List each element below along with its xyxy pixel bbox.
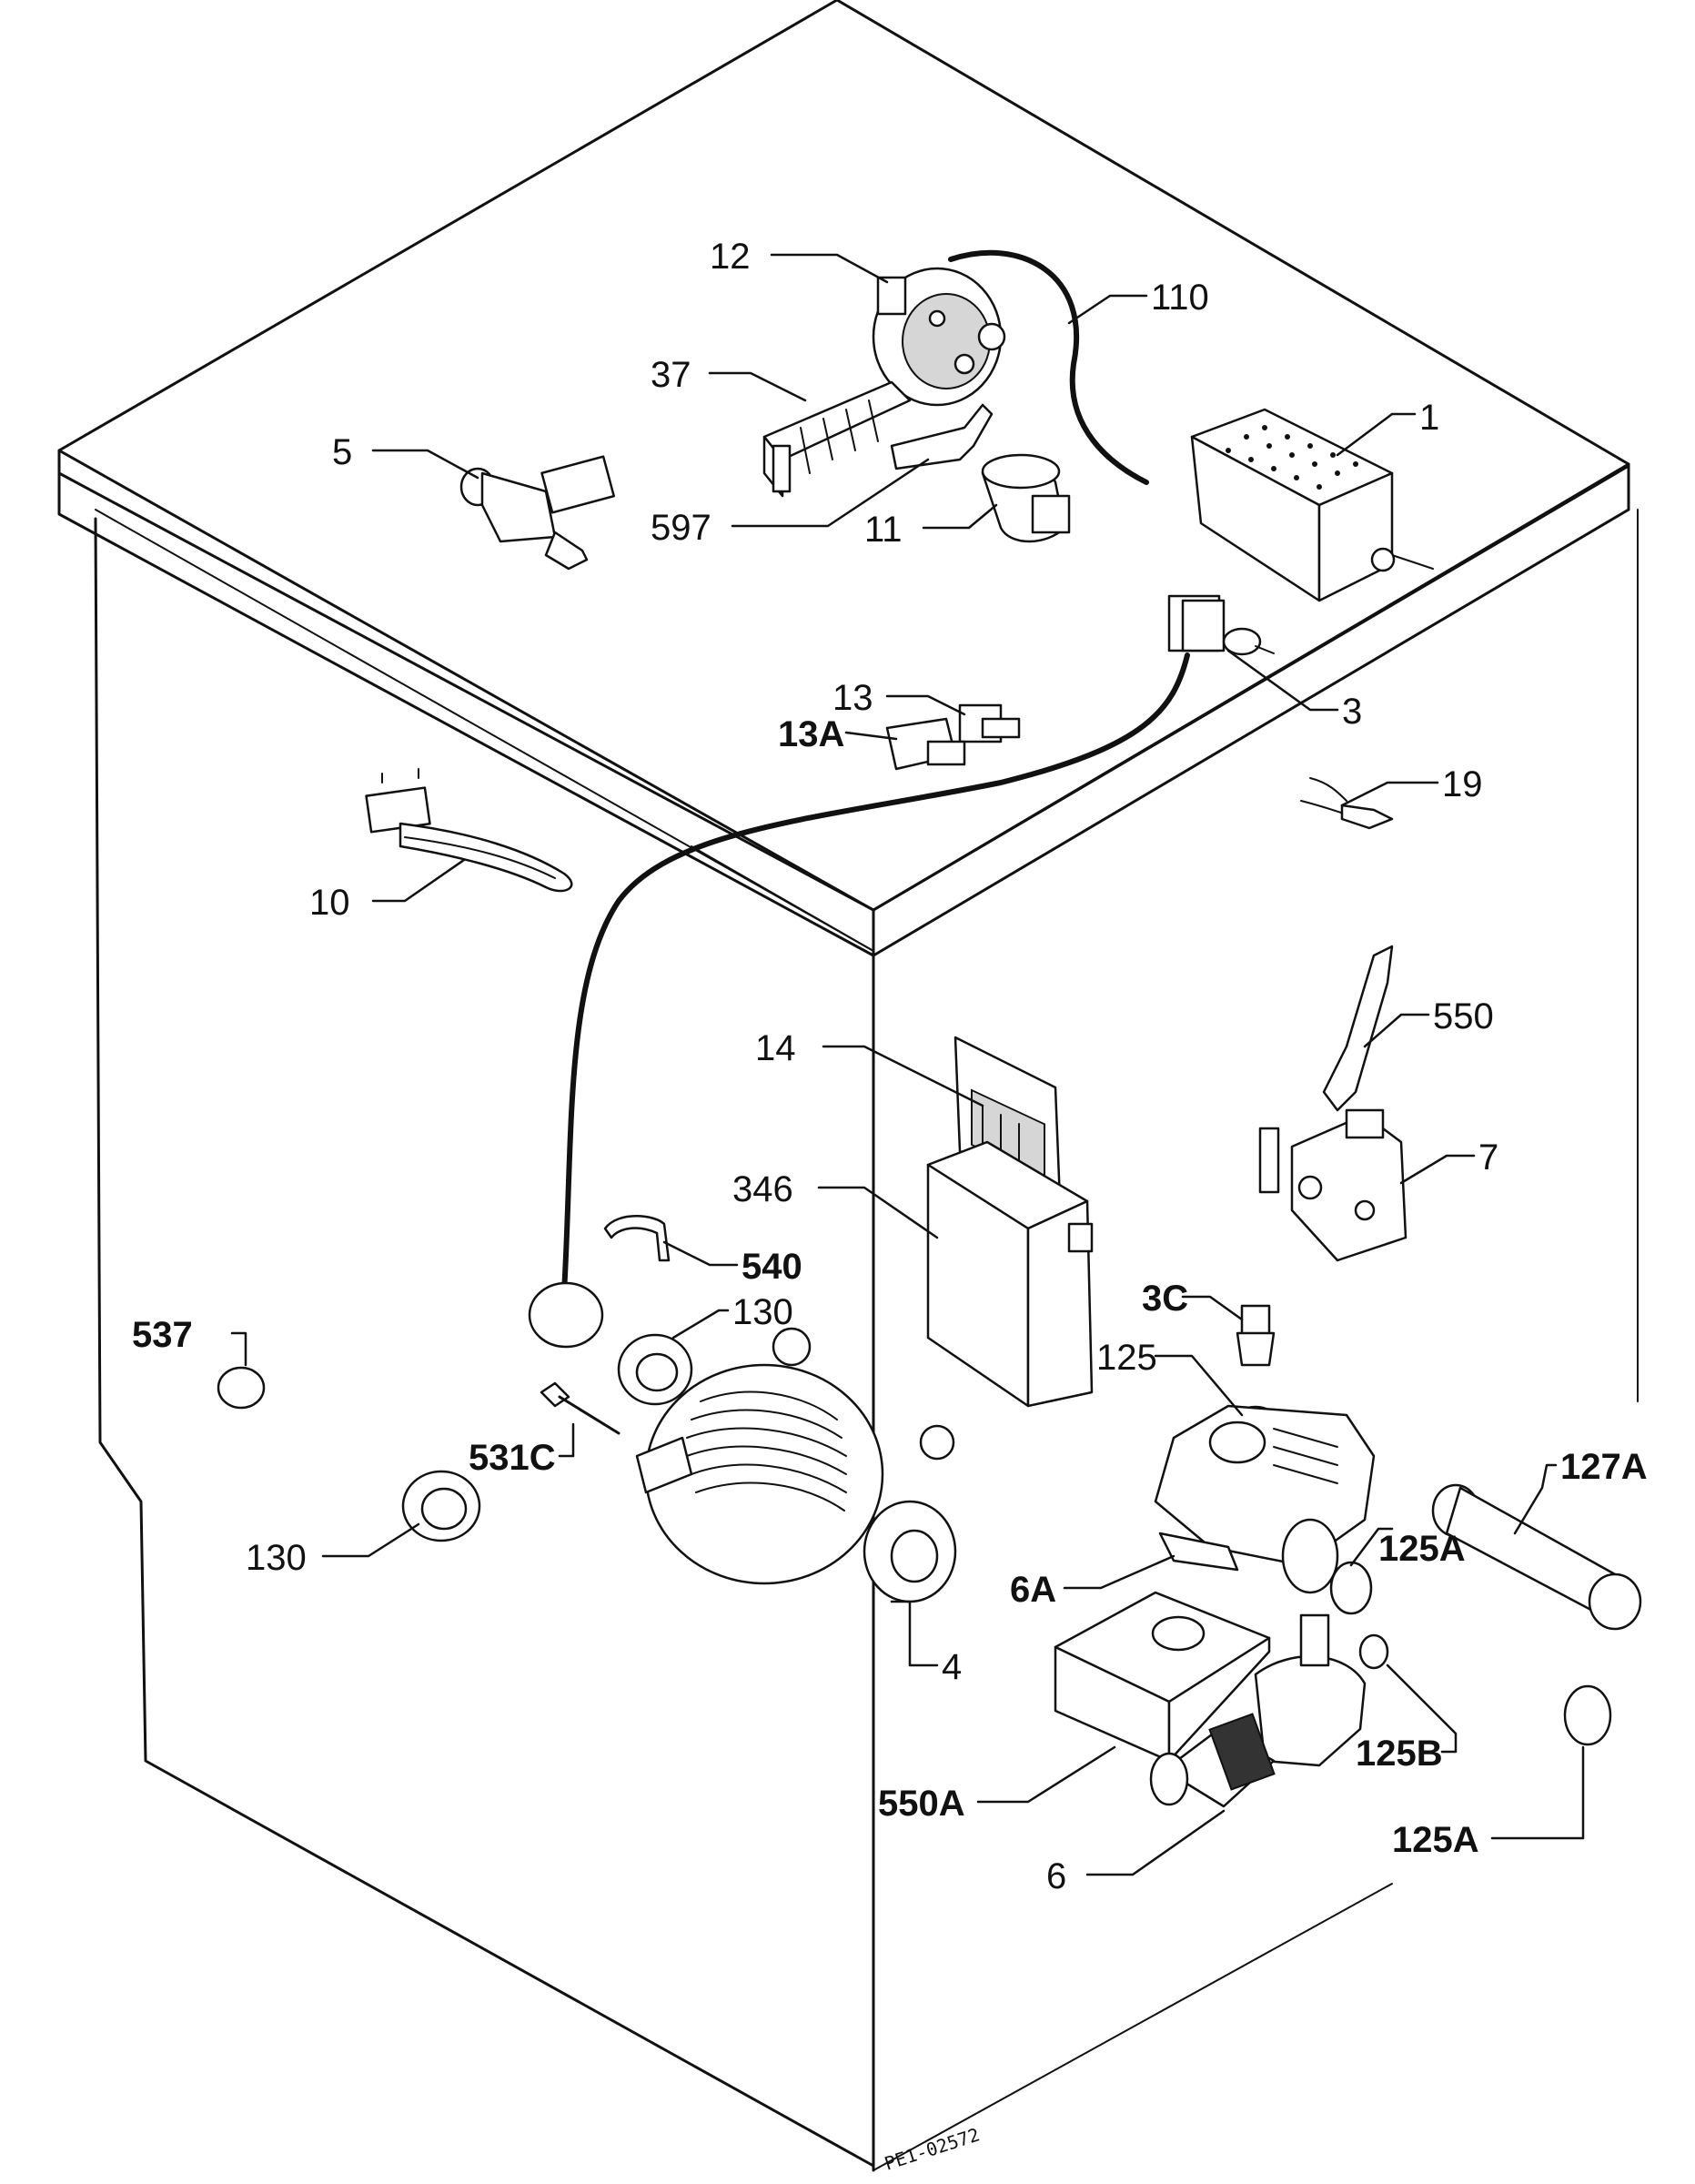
label-531c: 531C	[469, 1438, 556, 1478]
cabinet-outline	[57, 0, 1639, 2172]
label-597: 597	[651, 508, 711, 548]
label-110: 110	[1151, 278, 1209, 318]
connector-13a-part	[885, 717, 966, 771]
label-125a-upper: 125A	[1378, 1529, 1466, 1569]
label-13: 13	[832, 678, 873, 718]
drain-pump-part	[1149, 1613, 1367, 1808]
ring-125a-upper-part	[1329, 1561, 1373, 1615]
label-13a: 13A	[778, 714, 844, 754]
label-3c: 3C	[1142, 1279, 1188, 1319]
terminal-block-part	[762, 380, 912, 498]
pump-housing-part	[1154, 1404, 1376, 1594]
leader-lines	[230, 253, 1585, 1876]
label-125a-lower: 125A	[1392, 1820, 1479, 1860]
label-10: 10	[309, 883, 350, 923]
label-127a: 127A	[1560, 1447, 1648, 1487]
label-19: 19	[1442, 764, 1483, 804]
label-14: 14	[755, 1028, 796, 1068]
label-540: 540	[742, 1247, 802, 1287]
hose-part	[948, 249, 1149, 485]
label-537: 537	[132, 1315, 193, 1355]
capacitor-part	[981, 453, 1071, 543]
label-6: 6	[1046, 1856, 1066, 1896]
level-sensor-part	[1236, 1304, 1276, 1367]
door-lock-part	[1258, 1108, 1407, 1262]
pressure-switch-part	[872, 267, 1006, 407]
plug-part	[217, 1366, 266, 1410]
foam-block-part	[1054, 1591, 1271, 1763]
spring-clip-part	[603, 1215, 671, 1262]
label-125b: 125B	[1356, 1734, 1443, 1774]
label-1: 1	[1419, 398, 1439, 438]
label-125: 125	[1096, 1338, 1157, 1378]
label-346: 346	[732, 1169, 793, 1209]
ring-125b-part	[1358, 1633, 1389, 1670]
callout-text-layer: 1 3 3C 4 5 6 6A 7 10 11 12 13 13A 14 19 …	[132, 237, 1648, 1896]
screw-part	[540, 1381, 620, 1435]
label-5: 5	[332, 432, 352, 472]
pipe-part	[1431, 1483, 1642, 1631]
connector-part	[459, 455, 616, 571]
ring-125a-lower-part	[1563, 1684, 1612, 1746]
label-12: 12	[710, 237, 751, 277]
lever-part	[1322, 945, 1394, 1112]
cable-grommet	[528, 1281, 604, 1349]
label-3: 3	[1342, 692, 1362, 732]
label-4: 4	[942, 1647, 962, 1687]
label-550: 550	[1433, 996, 1494, 1036]
label-37: 37	[651, 355, 691, 395]
label-6a: 6A	[1010, 1570, 1056, 1610]
label-7: 7	[1478, 1138, 1498, 1178]
connector-13-part	[958, 703, 1021, 743]
filter-housing-part	[926, 1140, 1094, 1408]
pump-motor-part	[635, 1327, 957, 1603]
label-11: 11	[864, 510, 903, 550]
timer-part	[1190, 408, 1434, 602]
label-550a: 550A	[878, 1784, 965, 1824]
clip-part	[890, 403, 994, 470]
switch-part	[1167, 594, 1275, 656]
sensor-part	[1300, 777, 1394, 830]
heater-part	[365, 768, 573, 893]
switch-cable	[561, 652, 1190, 1295]
label-130-upper: 130	[732, 1292, 793, 1332]
label-130-lower: 130	[246, 1538, 307, 1578]
drawing-reference: PE1-02572	[882, 2123, 982, 2174]
